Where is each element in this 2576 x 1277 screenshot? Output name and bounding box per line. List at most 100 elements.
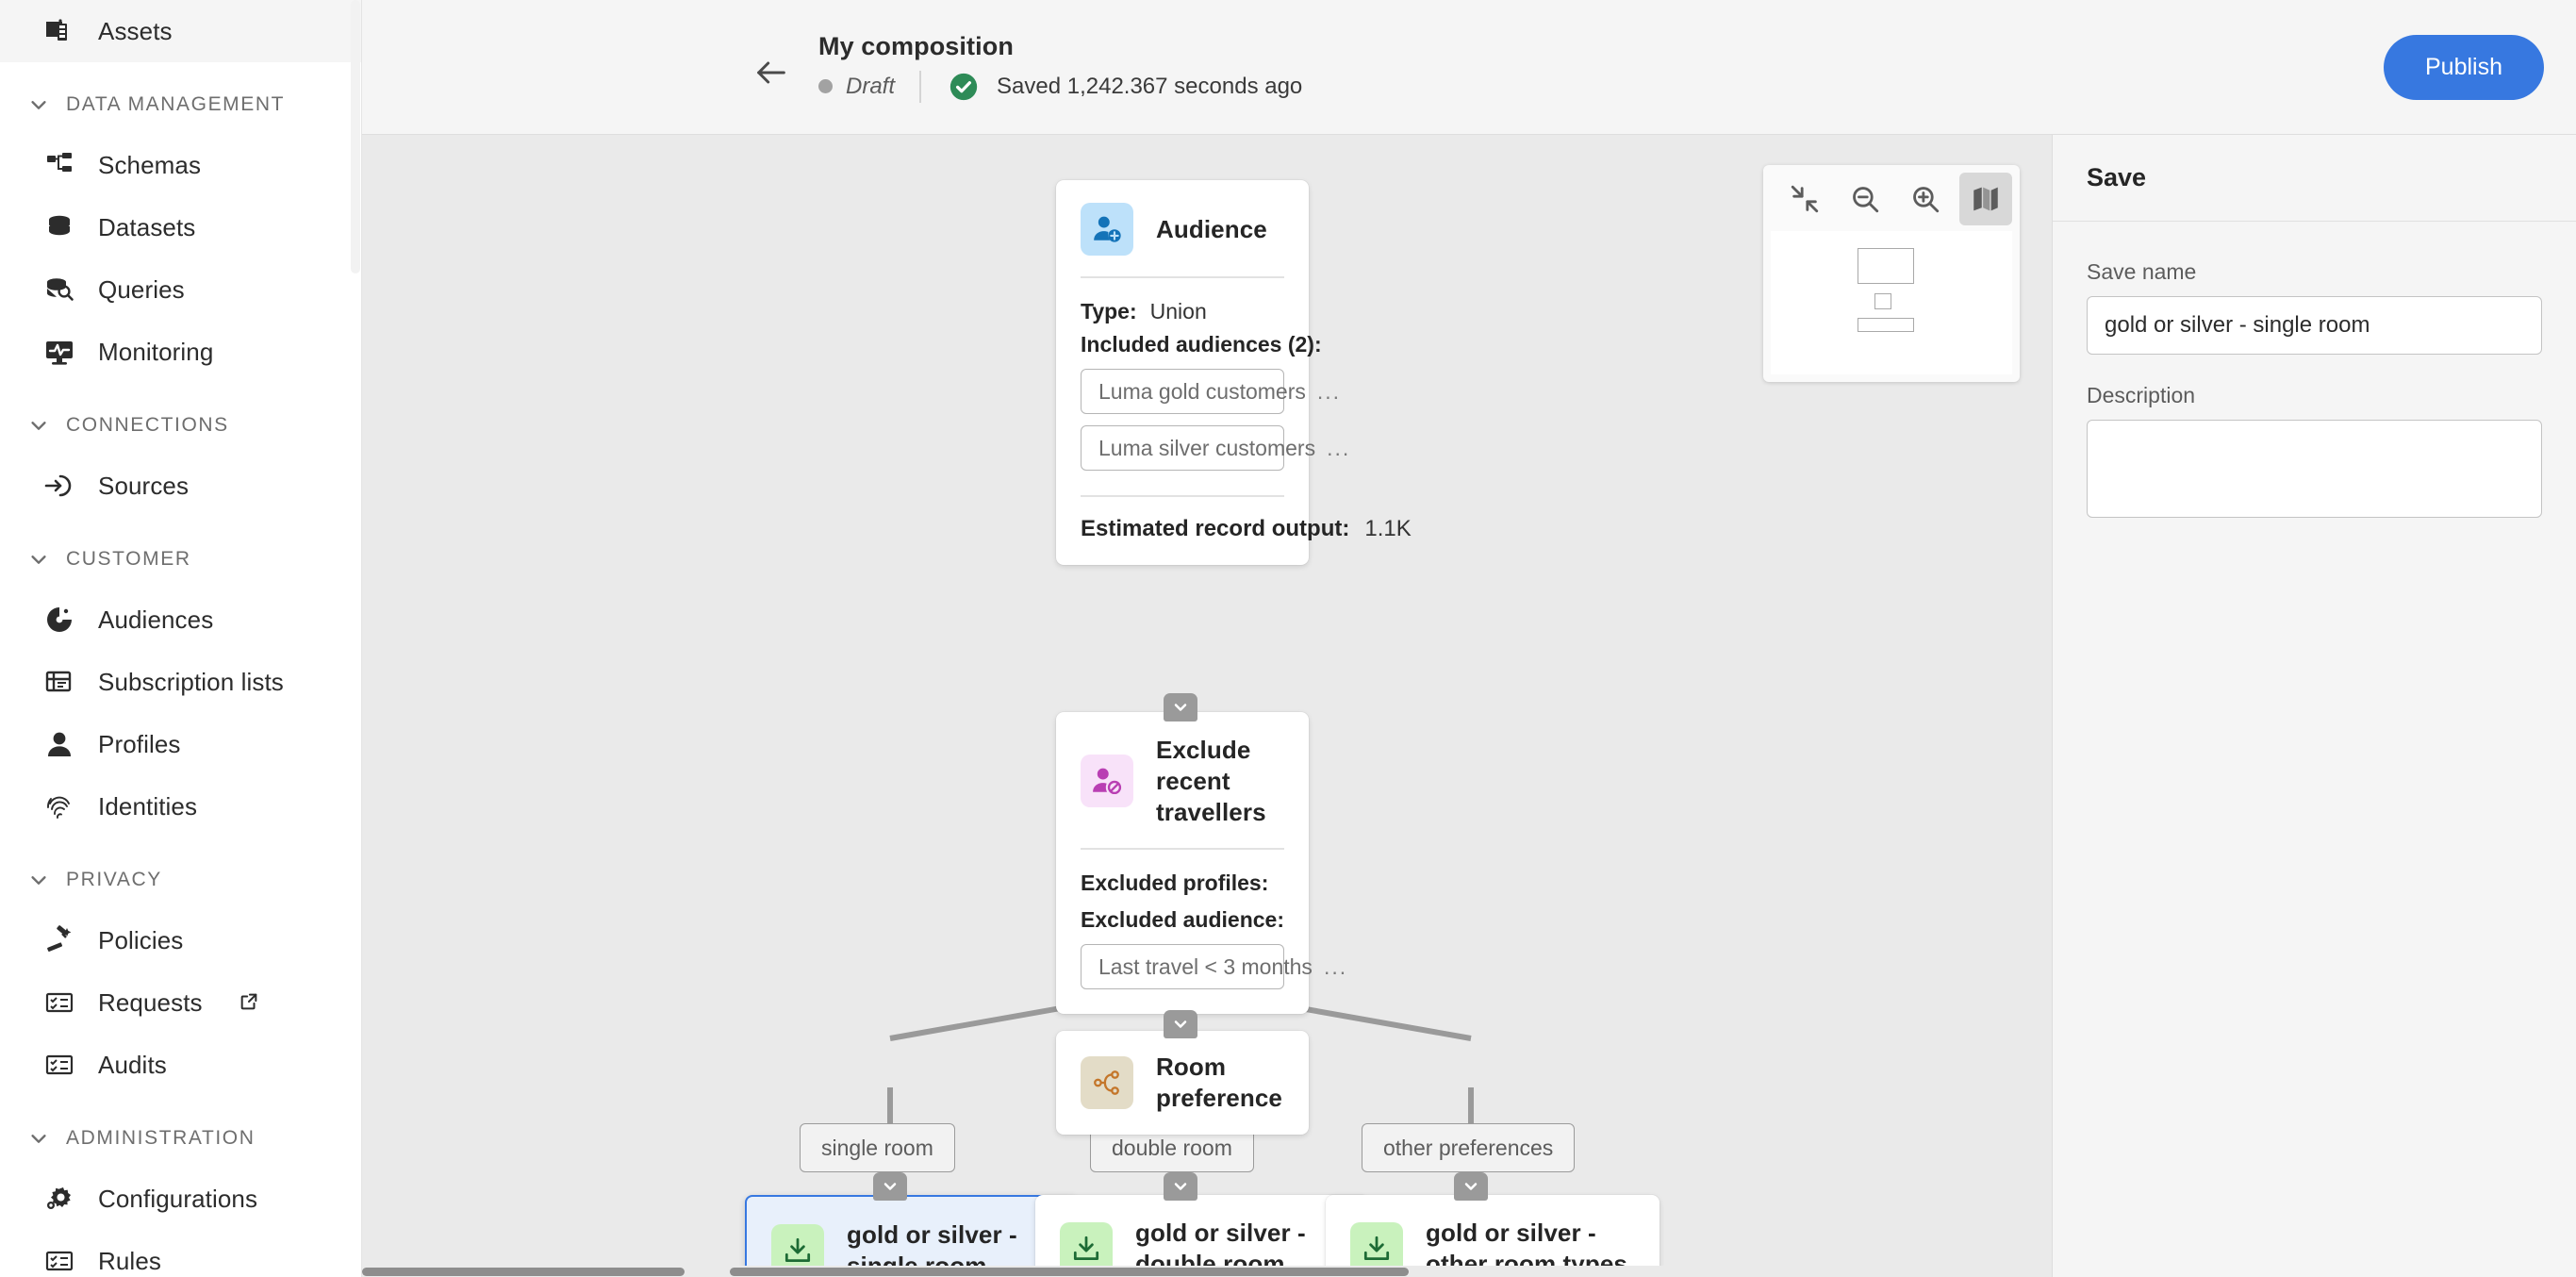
excluded-audience-chip[interactable]: Last travel < 3 months ...: [1081, 944, 1346, 990]
sidebar-item-audits[interactable]: Audits: [0, 1034, 361, 1096]
sidebar-content: Assets DATA MANAGEMENT Schemas Datasets: [0, 0, 361, 1277]
sidebar-item-policies[interactable]: Policies: [0, 909, 361, 971]
composition-canvas[interactable]: Audience Type: Union Included audiences …: [362, 135, 2052, 1277]
branch-label-text: double room: [1112, 1135, 1232, 1160]
fit-to-screen-button[interactable]: [1778, 173, 1831, 225]
sidebar-item-label: Queries: [98, 274, 185, 304]
status-row: Draft Saved 1,242.367 seconds ago: [818, 70, 1303, 103]
sidebar-item-audiences[interactable]: Audiences: [0, 589, 361, 651]
node-audience[interactable]: Audience Type: Union Included audiences …: [1056, 180, 1412, 565]
sidebar-item-configurations[interactable]: Configurations: [0, 1168, 361, 1230]
canvas-scrollbar-thumb[interactable]: [362, 1268, 685, 1276]
node-destination-single-room[interactable]: gold or silver - single room Estimated r…: [745, 1195, 1079, 1277]
chevron-down-icon: [1174, 1020, 1187, 1028]
edge-chevron-badge[interactable]: [1454, 1172, 1488, 1201]
node-exclude-recent-travellers[interactable]: Exclude recent travellers Excluded profi…: [1056, 712, 1346, 1015]
zoom-out-button[interactable]: [1839, 173, 1891, 225]
chip-label: Luma gold customers: [1098, 378, 1306, 404]
checkmark-circle-icon: [948, 71, 980, 103]
sidebar-item-identities[interactable]: Identities: [0, 775, 361, 838]
sidebar-item-queries[interactable]: Queries: [0, 258, 361, 321]
branch-label-other-preferences[interactable]: other preferences: [1362, 1123, 1576, 1172]
back-button[interactable]: [737, 39, 805, 107]
publish-button[interactable]: Publish: [2384, 34, 2544, 100]
sidebar-item-subscription-lists[interactable]: Subscription lists: [0, 651, 361, 713]
canvas-scrollbar-thumb[interactable]: [730, 1268, 1409, 1276]
split-branch-icon: [1081, 1055, 1133, 1109]
node-destination-other-room-types[interactable]: gold or silver - other room types Estima…: [1326, 1195, 1660, 1277]
saved-status-text: Saved 1,242.367 seconds ago: [997, 73, 1303, 99]
policies-icon: [43, 924, 75, 956]
node-header: Room preference: [1056, 1031, 1309, 1135]
chevron-down-icon: [28, 549, 49, 570]
save-name-input[interactable]: [2087, 296, 2542, 355]
sidebar-item-label: Audiences: [98, 605, 214, 634]
sidebar-group-customer[interactable]: CUSTOMER: [0, 530, 361, 589]
node-header: Exclude recent travellers: [1056, 712, 1309, 848]
sidebar-item-requests[interactable]: Requests: [0, 971, 361, 1034]
sidebar-item-label: Monitoring: [98, 337, 214, 366]
sidebar-item-sources[interactable]: Sources: [0, 455, 361, 517]
node-title: Exclude recent travellers: [1156, 736, 1266, 826]
sidebar-group-title: ADMINISTRATION: [66, 1127, 256, 1149]
sidebar-group-privacy[interactable]: PRIVACY: [0, 851, 361, 909]
main-area: My composition Draft Saved 1,242.367 sec…: [362, 0, 2576, 1277]
toggle-minimap-button[interactable]: [1959, 173, 2012, 225]
node-footer: Estimated record output: 1.1K: [1056, 497, 1412, 565]
sidebar-item-profiles[interactable]: Profiles: [0, 713, 361, 775]
sidebar-item-monitoring[interactable]: Monitoring: [0, 321, 361, 383]
edge-chevron-badge[interactable]: [1164, 693, 1197, 721]
chevron-down-icon: [28, 1128, 49, 1149]
edge-chevron-badge[interactable]: [1164, 1172, 1197, 1201]
sidebar-item-schemas[interactable]: Schemas: [0, 134, 361, 196]
chevron-down-icon: [28, 870, 49, 890]
included-audience-chip[interactable]: Luma gold customers ...: [1081, 369, 1339, 414]
edge-chevron-badge[interactable]: [1164, 1010, 1197, 1038]
chip-more-icon[interactable]: ...: [1327, 435, 1351, 460]
description-label: Description: [2087, 383, 2196, 407]
fit-to-screen-icon: [1791, 185, 1819, 213]
canvas-horizontal-scrollbar[interactable]: [362, 1266, 2052, 1277]
sidebar-group-data-management[interactable]: DATA MANAGEMENT: [0, 75, 361, 134]
description-textarea[interactable]: [2087, 420, 2542, 518]
composition-graph: Audience Type: Union Included audiences …: [362, 135, 2052, 1277]
estimated-output-value: 1.1K: [1364, 516, 1412, 541]
minimap-node: [1858, 248, 1914, 284]
divider: [1081, 495, 1284, 497]
chevron-down-icon: [1174, 1183, 1187, 1190]
divider: [1081, 276, 1284, 278]
body-split: Audience Type: Union Included audiences …: [362, 135, 2576, 1277]
sidebar-group-connections[interactable]: CONNECTIONS: [0, 396, 361, 455]
sources-icon: [43, 470, 75, 502]
queries-icon: [43, 274, 75, 306]
zoom-in-button[interactable]: [1899, 173, 1952, 225]
external-link-icon: [239, 991, 261, 1014]
sidebar-group-title: CONNECTIONS: [66, 414, 229, 436]
status-divider: [919, 70, 922, 103]
sidebar-item-label: Profiles: [98, 729, 181, 758]
sidebar-item-label: Subscription lists: [98, 667, 284, 696]
sidebar-item-assets[interactable]: Assets: [0, 0, 361, 62]
identities-icon: [43, 790, 75, 822]
save-panel: Save Save name Description: [2052, 135, 2576, 1277]
sidebar-item-label: Sources: [98, 471, 190, 500]
status-badge: Draft: [846, 73, 896, 99]
divider: [1081, 848, 1284, 851]
sidebar-item-rules[interactable]: Rules: [0, 1230, 361, 1277]
chip-more-icon[interactable]: ...: [1323, 954, 1348, 979]
sidebar-group-title: CUSTOMER: [66, 548, 191, 570]
sidebar-item-datasets[interactable]: Datasets: [0, 196, 361, 258]
edge-chevron-badge[interactable]: [873, 1172, 907, 1201]
node-header: gold or silver - other room types: [1326, 1195, 1660, 1277]
node-destination-double-room[interactable]: gold or silver - double room Estimated r…: [1035, 1195, 1369, 1277]
included-audience-chip[interactable]: Luma silver customers ...: [1081, 425, 1348, 471]
audience-add-icon: [1081, 203, 1133, 256]
sidebar-scrollbar-thumb[interactable]: [351, 0, 360, 274]
rules-icon: [43, 1245, 75, 1277]
branch-label-single-room[interactable]: single room: [800, 1123, 955, 1172]
chip-more-icon[interactable]: ...: [1316, 378, 1342, 404]
sidebar-scrollbar[interactable]: [350, 0, 361, 1277]
node-room-preference[interactable]: Room preference: [1056, 1031, 1309, 1135]
canvas-minimap[interactable]: [1771, 231, 2012, 374]
sidebar-group-administration[interactable]: ADMINISTRATION: [0, 1109, 361, 1168]
